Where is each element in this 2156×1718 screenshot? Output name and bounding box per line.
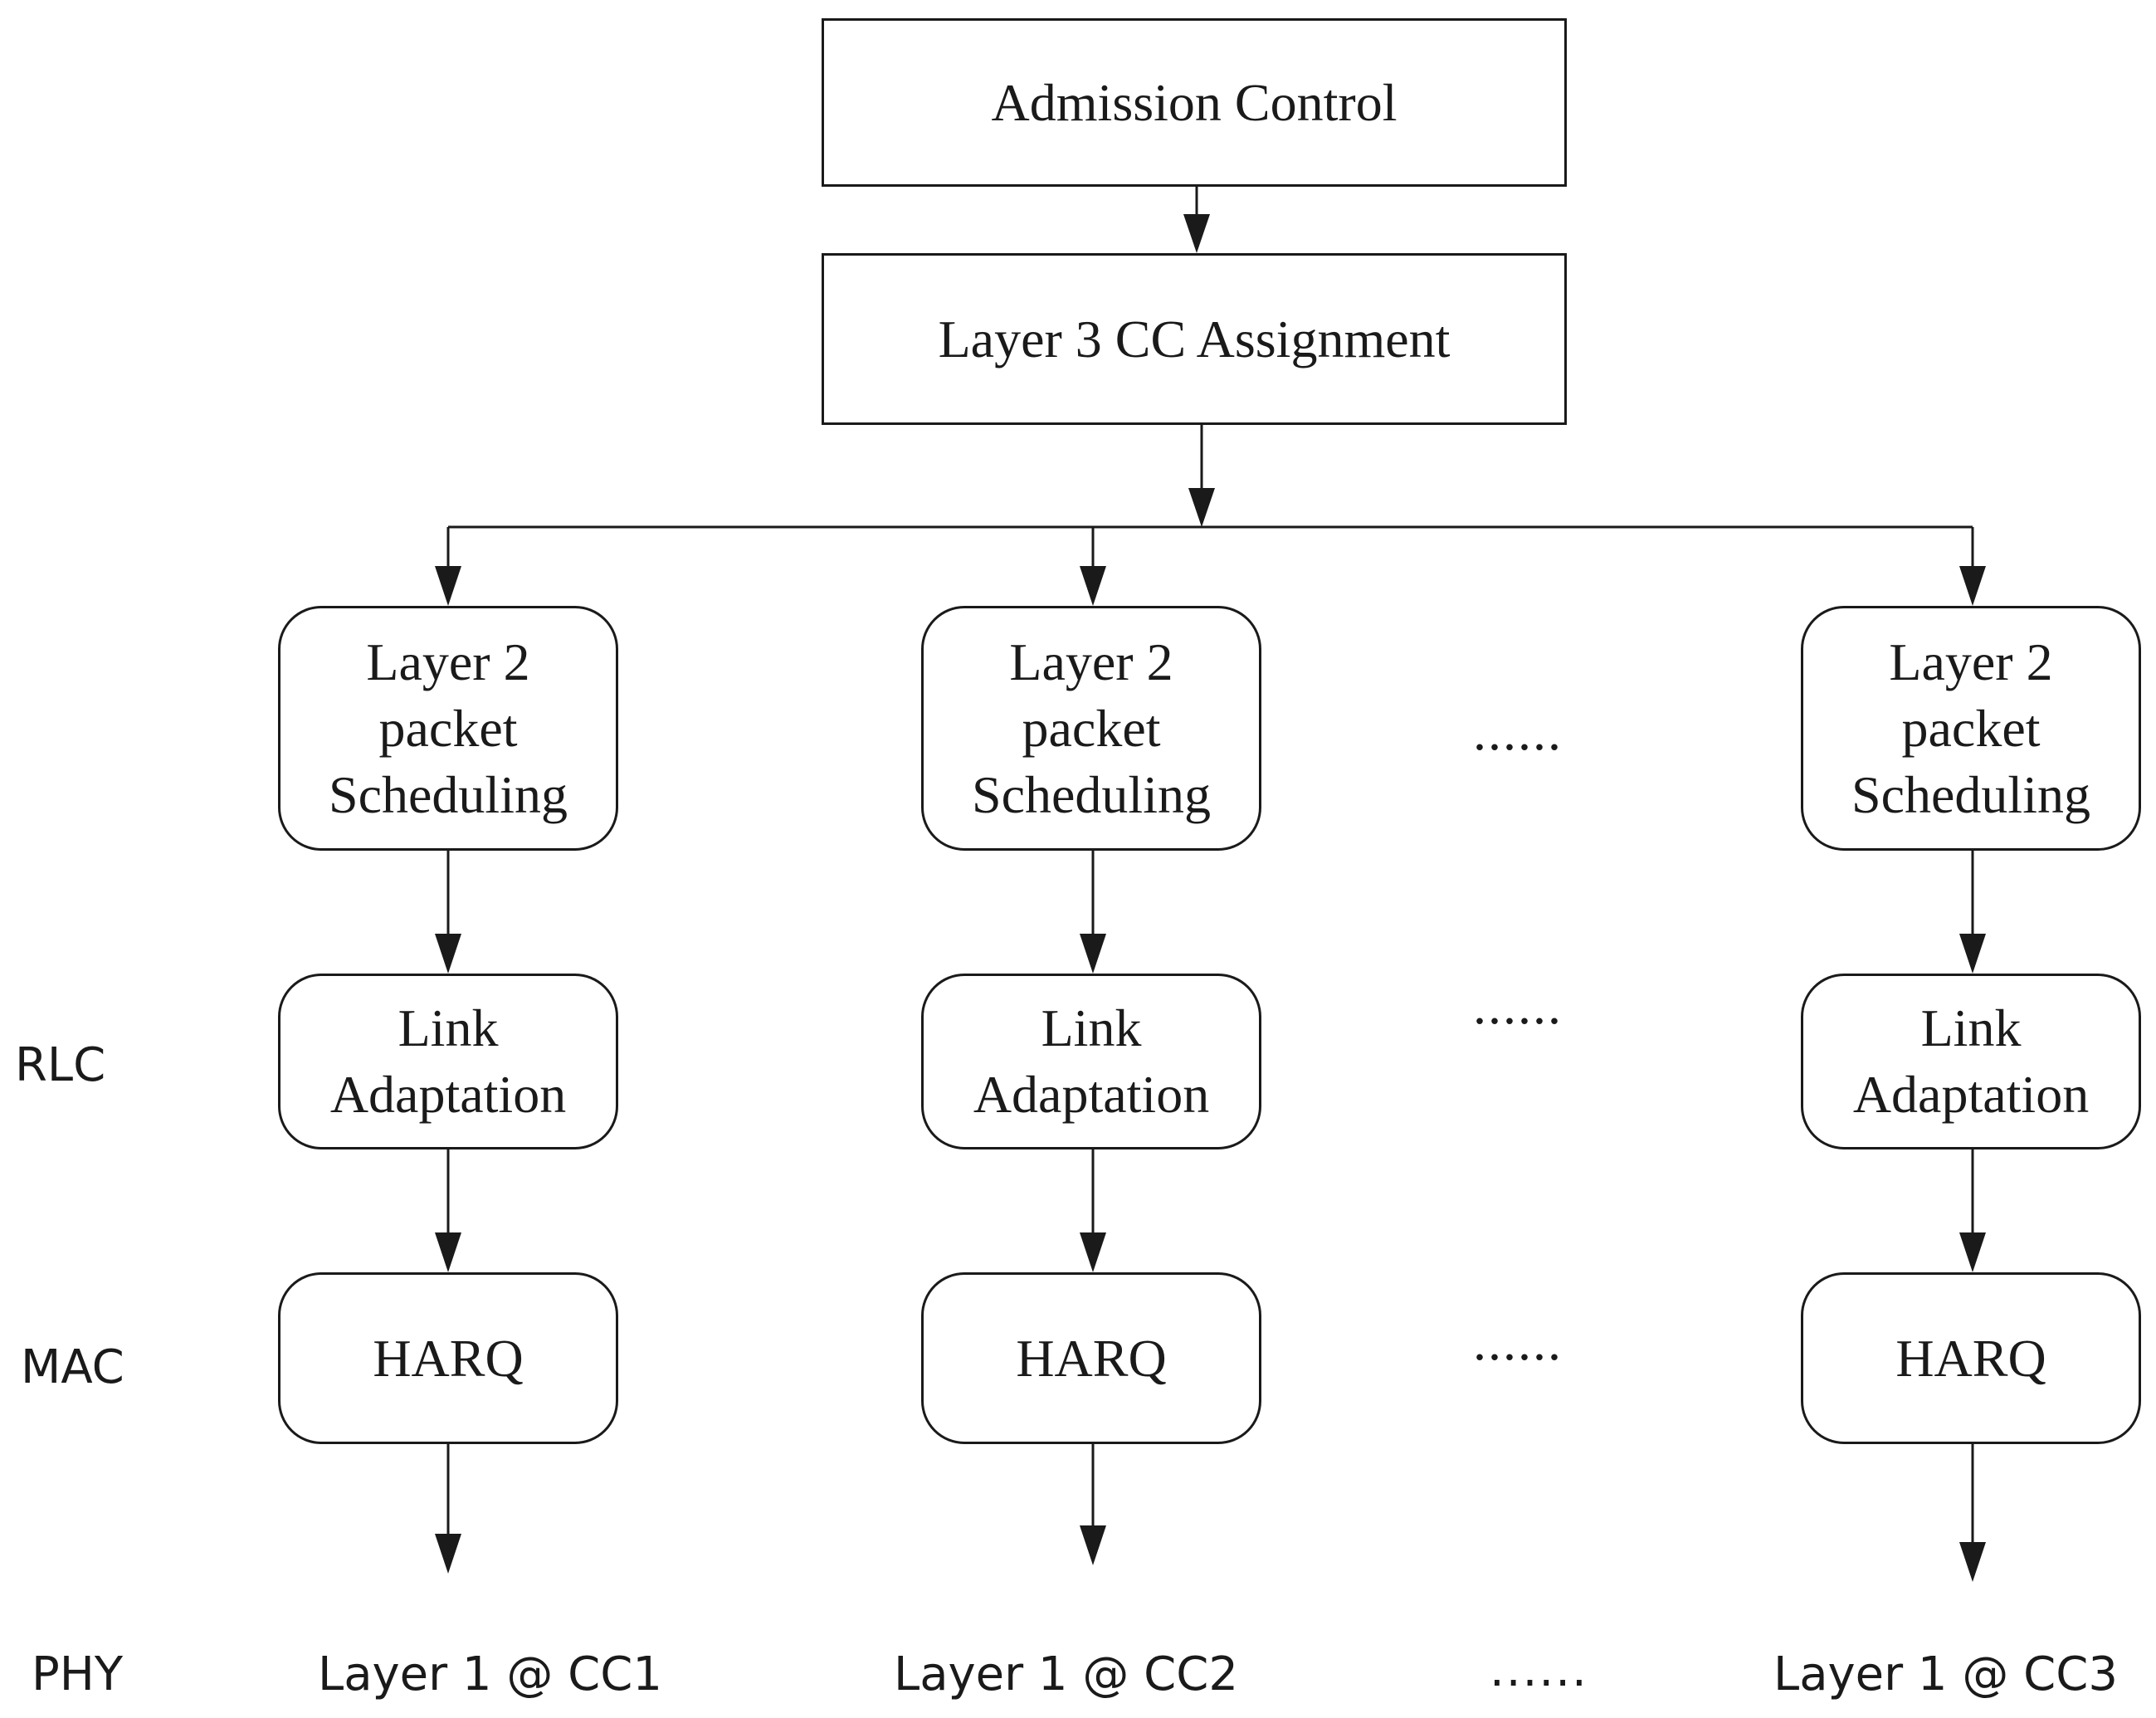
scheduling-line-2: packet [1022,698,1161,758]
scheduling-line-2: packet [1901,698,2041,758]
link-line-2: Adaptation [1852,1065,2090,1124]
ellipsis-harq: ...... [1473,1312,1563,1371]
link-line-2: Adaptation [329,1065,567,1124]
link-line-1: Link [398,998,499,1057]
arrowhead-col2-phy [1080,1525,1106,1565]
link-adaptation-box-3: Link Adaptation [1801,974,2141,1149]
harq-label: HARQ [373,1328,524,1388]
harq-label: HARQ [1895,1328,2046,1388]
arrowhead-col3-sched [1959,566,1986,606]
packet-scheduling-box-1: Layer 2 packet Scheduling [278,606,618,851]
cc-assignment-label: Layer 3 CC Assignment [938,309,1451,368]
phy-carrier-label-2: Layer 1 @ CC2 [894,1647,1238,1701]
scheduling-line-3: Scheduling [329,764,568,824]
link-line-1: Link [1041,998,1142,1057]
arrowhead-col2-sched [1080,566,1106,606]
arrowhead-assignment [1183,214,1210,253]
scheduling-line-3: Scheduling [1851,764,2090,824]
arrowhead-col1-phy [435,1534,461,1574]
harq-box-3: HARQ [1801,1272,2141,1444]
arrowhead-col3-link [1959,934,1986,974]
scheduling-line-1: Layer 2 [1889,632,2053,691]
phy-layer-label: PHY [32,1647,124,1701]
arrowhead-col1-harq [435,1232,461,1272]
rlc-layer-label: RLC [15,1038,106,1092]
phy-carrier-label-3: Layer 1 @ CC3 [1773,1647,2118,1701]
scheduling-line-2: packet [378,698,518,758]
arrowhead-col2-harq [1080,1232,1106,1272]
arrowhead-col3-harq [1959,1232,1986,1272]
harq-box-2: HARQ [921,1272,1261,1444]
mac-layer-label: MAC [21,1340,124,1394]
link-line-2: Adaptation [973,1065,1210,1124]
link-adaptation-box-1: Link Adaptation [278,974,618,1149]
arrowhead-col2-link [1080,934,1106,974]
ellipsis-scheduling: ...... [1473,702,1563,761]
arrowhead-col3-phy [1959,1542,1986,1582]
ellipsis-link-adaptation: ...... [1473,976,1563,1035]
link-line-1: Link [1920,998,2022,1057]
arrowhead-bus [1188,488,1215,527]
phy-carrier-label-1: Layer 1 @ CC1 [318,1647,662,1701]
admission-control-label: Admission Control [991,72,1397,132]
packet-scheduling-box-3: Layer 2 packet Scheduling [1801,606,2141,851]
scheduling-line-1: Layer 2 [1009,632,1173,691]
scheduling-line-3: Scheduling [972,764,1211,824]
harq-label: HARQ [1016,1328,1167,1388]
harq-box-1: HARQ [278,1272,618,1444]
cc-assignment-box: Layer 3 CC Assignment [822,253,1567,425]
arrowhead-col1-link [435,934,461,974]
ellipsis-phy: ...... [1490,1643,1588,1697]
scheduling-line-1: Layer 2 [366,632,530,691]
packet-scheduling-box-2: Layer 2 packet Scheduling [921,606,1261,851]
admission-control-box: Admission Control [822,18,1567,187]
arrowhead-col1-sched [435,566,461,606]
link-adaptation-box-2: Link Adaptation [921,974,1261,1149]
